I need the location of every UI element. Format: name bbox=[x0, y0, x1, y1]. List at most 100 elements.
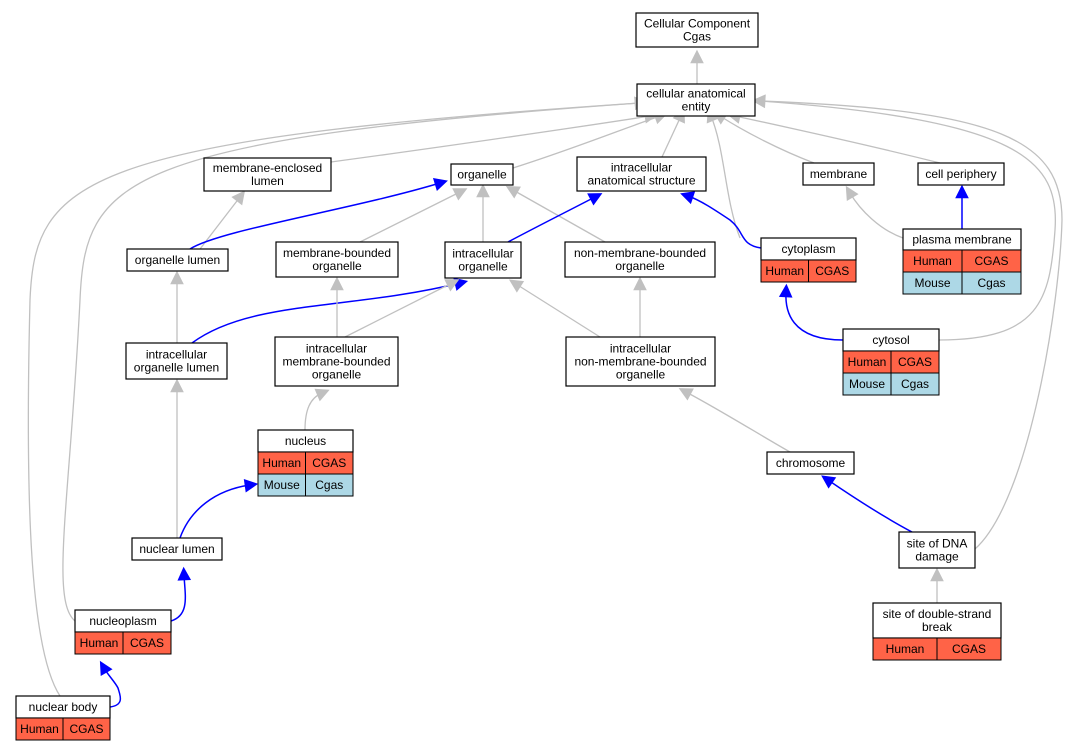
node-box bbox=[565, 336, 716, 387]
node-cellper[interactable]: cell periphery bbox=[917, 162, 1005, 186]
edge-arrowhead bbox=[778, 283, 793, 298]
edge-line bbox=[179, 484, 251, 539]
edge-inmbo-to-io bbox=[508, 279, 601, 338]
edge-line bbox=[661, 115, 682, 158]
edge-arrowhead bbox=[452, 188, 468, 201]
node-label: Cgas bbox=[683, 30, 711, 44]
node-chromosome[interactable]: chromosome bbox=[766, 451, 855, 475]
edge-line bbox=[507, 196, 596, 243]
gene-label: CGAS bbox=[69, 722, 103, 736]
edge-imbo-to-io bbox=[344, 279, 460, 338]
species-label: Human bbox=[262, 456, 301, 470]
edge-line bbox=[827, 479, 913, 533]
edge-arrowhead bbox=[330, 276, 344, 291]
edge-cytosol-to-cytoplasm bbox=[778, 283, 844, 341]
node-membrane[interactable]: membrane bbox=[802, 162, 875, 186]
edges-layer bbox=[27, 49, 1063, 708]
edge-arrowhead bbox=[633, 276, 647, 291]
gene-cell bbox=[122, 631, 172, 655]
node-label: organelle lumen bbox=[135, 253, 220, 267]
edge-pm-to-membrane bbox=[845, 185, 904, 239]
node-box bbox=[203, 157, 332, 192]
node-label: entity bbox=[682, 100, 711, 114]
edge-arrowhead bbox=[690, 49, 704, 64]
edge-line bbox=[759, 100, 1057, 341]
edge-line bbox=[785, 291, 844, 341]
node-label: nuclear lumen bbox=[139, 542, 214, 556]
edge-arrowhead bbox=[243, 479, 259, 493]
gene-cell bbox=[808, 259, 857, 283]
edge-io-to-ias bbox=[507, 193, 603, 243]
node-label: organelle lumen bbox=[134, 361, 219, 375]
edge-arrowhead bbox=[821, 475, 837, 489]
edge-pm-to-cellper bbox=[955, 184, 969, 229]
edge-sdsb-to-sdd bbox=[930, 567, 944, 603]
node-organelle[interactable]: organelle bbox=[450, 163, 514, 186]
edge-line bbox=[515, 283, 601, 338]
gene-label: CGAS bbox=[898, 355, 932, 369]
edge-arrowhead bbox=[508, 279, 525, 293]
node-label: intracellular bbox=[452, 247, 513, 261]
edge-io-to-organelle bbox=[476, 183, 490, 242]
edge-arrowhead bbox=[678, 388, 694, 401]
node-label: nucleus bbox=[285, 434, 326, 448]
edge-line bbox=[330, 115, 651, 163]
edge-nucbody-to-nucleoplasm bbox=[99, 660, 122, 708]
node-label: intracellular bbox=[610, 342, 671, 356]
node-label: plasma membrane bbox=[912, 233, 1012, 247]
node-label: organelle bbox=[615, 259, 665, 273]
edge-arrowhead bbox=[314, 388, 330, 402]
node-inmbo[interactable]: intracellularnon-membrane-boundedorganel… bbox=[565, 336, 716, 387]
edge-nuclumen-to-nucleus bbox=[179, 479, 259, 539]
edge-cae-to-root bbox=[690, 49, 704, 84]
gene-cell bbox=[62, 717, 111, 741]
edge-arrowhead bbox=[930, 567, 944, 582]
edge-arrowhead bbox=[587, 193, 603, 206]
edge-cytoplasm-to-ias bbox=[680, 191, 762, 249]
edge-cytosol-to-cae bbox=[751, 94, 1057, 341]
node-box bbox=[635, 12, 759, 48]
species-label: Mouse bbox=[264, 478, 300, 492]
edge-sdd-to-chromosome bbox=[821, 475, 913, 533]
gene-label: CGAS bbox=[974, 254, 1008, 268]
node-box bbox=[275, 241, 399, 278]
species-label: Mouse bbox=[914, 276, 950, 290]
node-box bbox=[564, 241, 716, 278]
node-label: nuclear body bbox=[29, 700, 98, 714]
edge-inmbo-to-nmbo bbox=[633, 276, 647, 337]
species-label: Human bbox=[886, 642, 925, 656]
node-orglumen[interactable]: organelle lumen bbox=[126, 248, 229, 272]
edge-line bbox=[199, 196, 241, 250]
node-box bbox=[444, 241, 522, 279]
node-label: membrane-bounded bbox=[283, 246, 391, 260]
node-label: organelle bbox=[312, 259, 362, 273]
node-box bbox=[576, 156, 707, 192]
edge-arrowhead bbox=[476, 183, 490, 198]
node-nuclumen[interactable]: nuclear lumen bbox=[131, 537, 223, 561]
node-label: Cellular Component bbox=[644, 17, 751, 31]
edge-line bbox=[191, 282, 461, 344]
node-box bbox=[872, 602, 1002, 639]
edge-orglumen-to-mel bbox=[199, 190, 246, 250]
